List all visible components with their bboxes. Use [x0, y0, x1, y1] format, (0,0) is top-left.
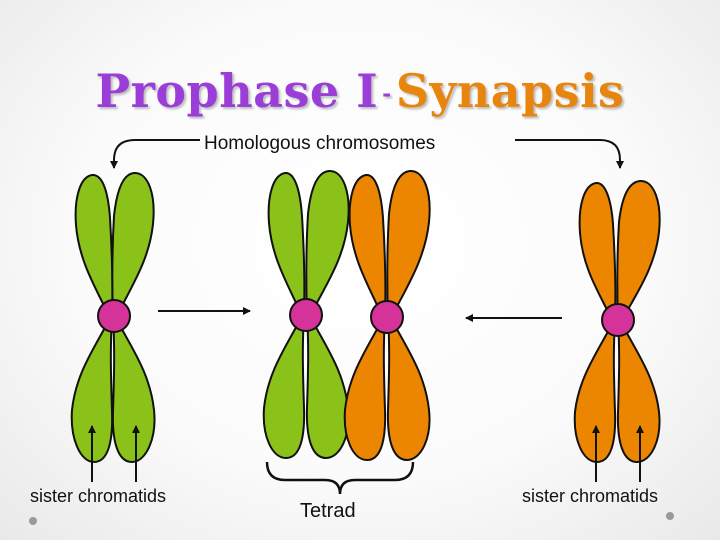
label-sister-chromatids-right: sister chromatids — [522, 486, 659, 506]
tetrad-orange-chromosome — [343, 169, 431, 462]
chromatid-right-2 — [616, 179, 661, 464]
title-separator: - — [382, 81, 392, 107]
chromatid-tetrad-orange-2 — [386, 169, 431, 462]
title-part-prophase: Prophase I — [95, 64, 379, 118]
centromere-tetrad-green — [289, 298, 323, 332]
title-part-synapsis: Synapsis — [395, 64, 625, 118]
label-homologous-chromosomes: Homologous chromosomes — [204, 133, 436, 154]
tetrad-brace — [265, 461, 415, 495]
centromere-right — [601, 303, 635, 337]
label-sister-chromatids-left: sister chromatids — [30, 486, 167, 506]
homologous-bracket-right — [515, 139, 624, 169]
slide-title: Prophase I-Synapsis — [0, 64, 720, 118]
label-tetrad: Tetrad — [300, 500, 356, 522]
chromosome-left-green — [70, 171, 156, 464]
centromere-left — [97, 299, 131, 333]
chromatid-left-2 — [111, 171, 156, 464]
homologous-bracket-left — [110, 139, 200, 169]
chromatid-tetrad-orange-1 — [343, 174, 387, 462]
chromatid-tetrad-green-2 — [305, 169, 350, 460]
slide-decoration-dot-left — [29, 517, 37, 525]
tetrad-green-chromosome — [262, 169, 350, 460]
chromosome-right-orange — [573, 179, 661, 464]
slide-decoration-dot-right — [666, 512, 674, 520]
chromatid-tetrad-green-1 — [262, 172, 306, 460]
centromere-tetrad-orange — [370, 300, 404, 334]
